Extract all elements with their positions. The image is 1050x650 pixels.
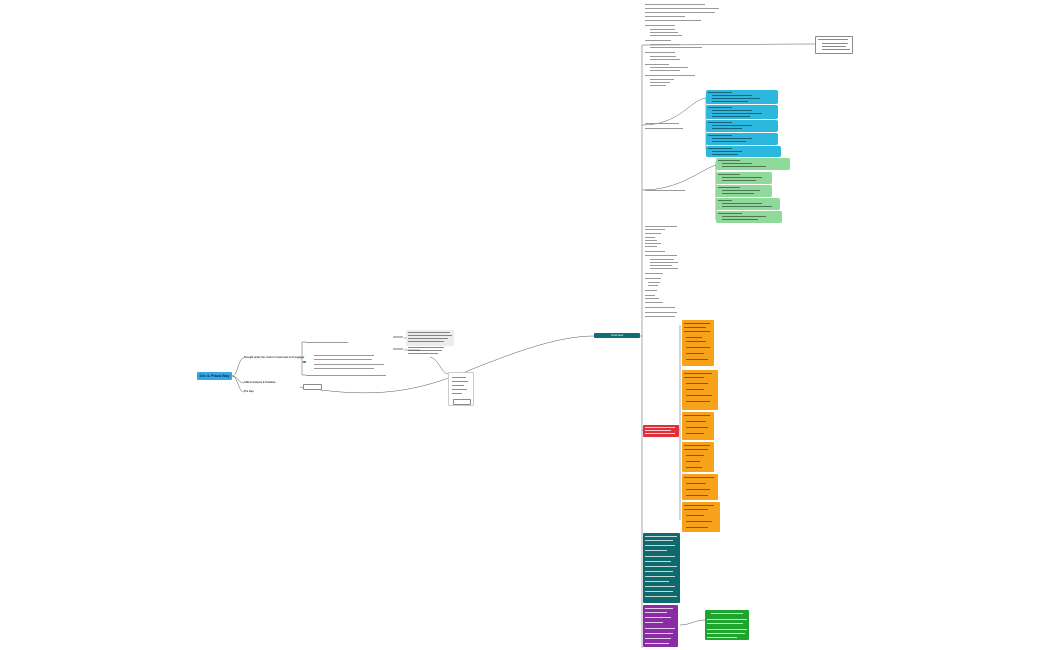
branch1-child-line-6 bbox=[306, 375, 386, 376]
connector-green-group bbox=[641, 162, 717, 220]
branch1-green-tag bbox=[303, 361, 306, 363]
green-card-2[interactable] bbox=[716, 172, 772, 184]
branch1-child-line-5 bbox=[314, 368, 374, 369]
green-card-5[interactable] bbox=[716, 211, 782, 223]
connector-root-branch-3 bbox=[231, 375, 245, 393]
connector-root-branch-1 bbox=[231, 357, 245, 377]
connector-hub-topright bbox=[641, 43, 816, 46]
cyan-card-1[interactable] bbox=[706, 90, 778, 104]
cyan-card-5[interactable] bbox=[706, 146, 781, 157]
connector-root-branch-2 bbox=[231, 375, 245, 384]
green-card-1[interactable] bbox=[716, 158, 790, 170]
orange-card-2[interactable] bbox=[682, 370, 718, 410]
note-b-label bbox=[393, 348, 403, 350]
note-a-label bbox=[393, 336, 403, 338]
connector-orange-group bbox=[642, 325, 681, 520]
cyan-card-4[interactable] bbox=[706, 133, 778, 145]
orange-card-6[interactable] bbox=[682, 502, 720, 532]
embedded-image-node[interactable] bbox=[448, 372, 474, 406]
hub-node[interactable]: Overview bbox=[594, 333, 640, 338]
bright-green-card[interactable] bbox=[705, 610, 749, 640]
orange-card-5[interactable] bbox=[682, 474, 718, 500]
orange-card-1[interactable] bbox=[682, 320, 714, 366]
red-card[interactable] bbox=[643, 425, 679, 437]
green-card-3[interactable] bbox=[716, 185, 772, 197]
orange-card-3[interactable] bbox=[682, 412, 714, 440]
branch-label-2[interactable]: CNG & Analysis & Tentative bbox=[244, 381, 276, 384]
branch1-child-line-1 bbox=[306, 342, 348, 343]
note-box-a bbox=[406, 330, 454, 346]
green-card-4[interactable] bbox=[716, 198, 780, 210]
root-node[interactable]: Dis & Plaza Bay bbox=[197, 372, 232, 380]
top-right-note bbox=[815, 36, 853, 54]
branch-label-3[interactable]: The Gap bbox=[244, 390, 254, 393]
connector-cyan-group bbox=[641, 97, 707, 150]
connector-image bbox=[429, 356, 449, 375]
teal-card[interactable] bbox=[643, 533, 680, 603]
branch1-child-line-2 bbox=[314, 355, 374, 356]
connector-hub-spine bbox=[640, 45, 643, 648]
branch2-boxed-node[interactable] bbox=[303, 384, 322, 390]
cyan-card-2[interactable] bbox=[706, 105, 778, 119]
orange-card-4[interactable] bbox=[682, 442, 714, 472]
connector-purple-bright bbox=[679, 619, 706, 626]
cyan-card-3[interactable] bbox=[706, 120, 778, 132]
branch1-child-line-3 bbox=[314, 359, 372, 360]
branch1-child-line-4 bbox=[314, 364, 384, 365]
note-box-b bbox=[406, 345, 446, 357]
purple-card[interactable] bbox=[643, 605, 678, 647]
connector-root-hub bbox=[299, 335, 595, 394]
branch-label-1[interactable]: Brought under the control of new town in… bbox=[244, 356, 305, 359]
connector-branch1-bracket bbox=[300, 341, 306, 376]
